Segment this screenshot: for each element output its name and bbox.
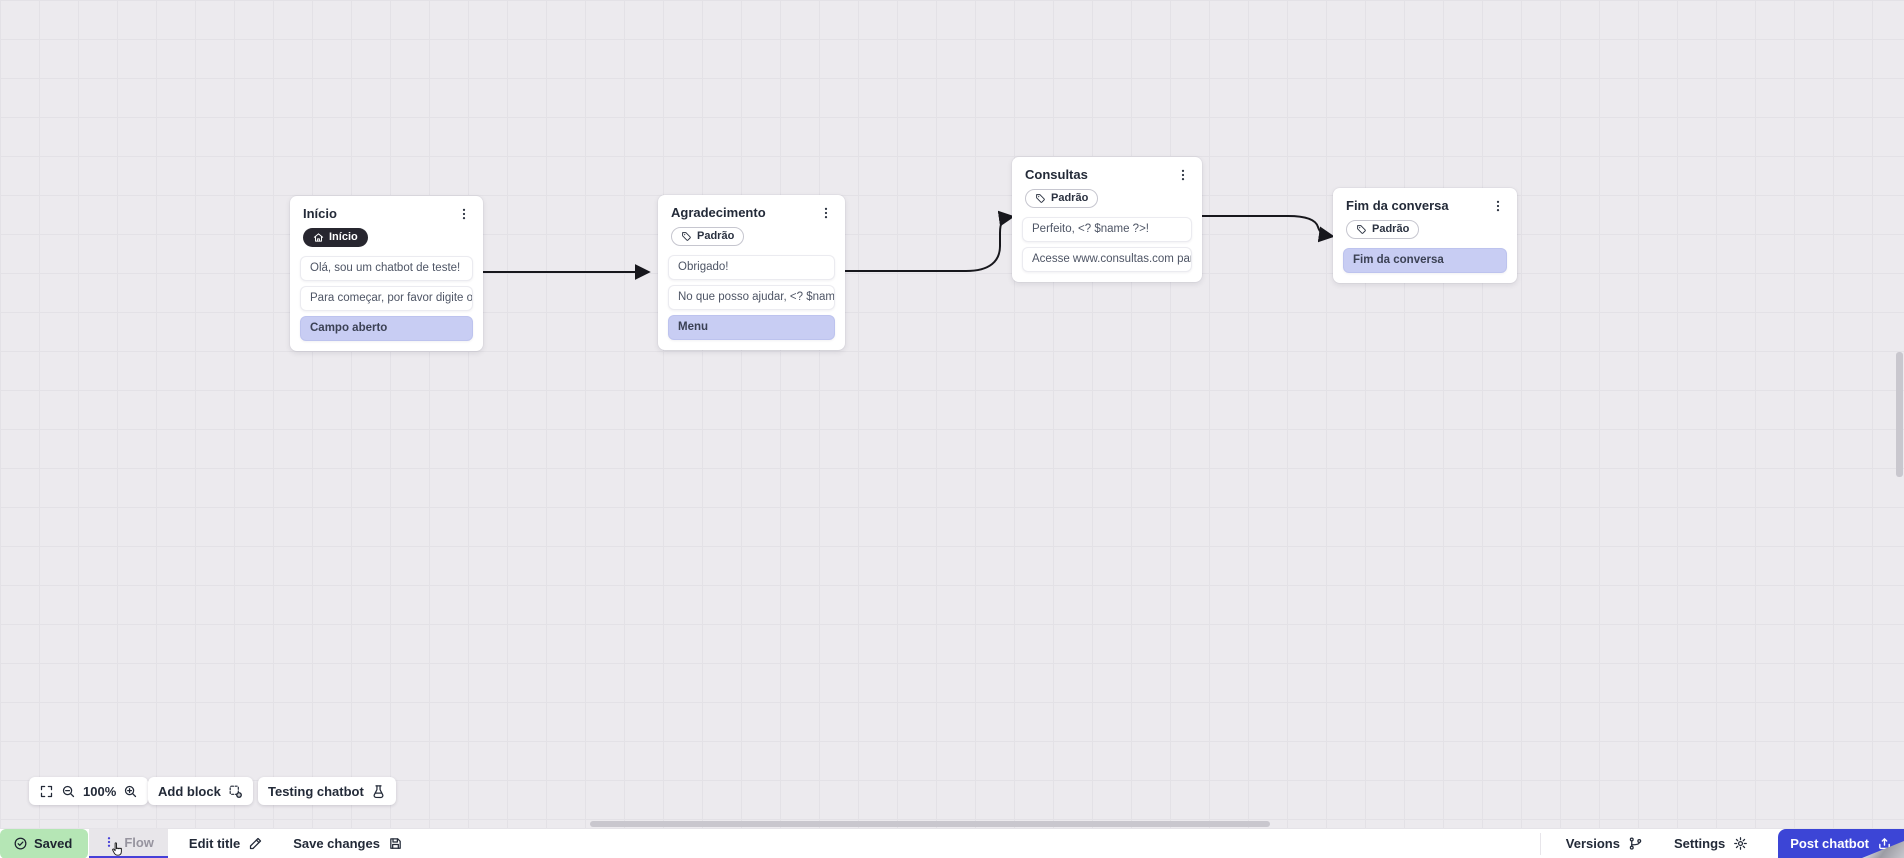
node-title: Consultas — [1025, 167, 1088, 182]
block-text[interactable]: Para começar, por favor digite o ... — [300, 286, 473, 311]
kebab-icon — [462, 208, 466, 219]
fullscreen-icon — [40, 785, 53, 797]
add-block-label: Add block — [158, 783, 221, 799]
add-block-button[interactable]: Add block — [148, 777, 253, 805]
pencil-icon — [250, 837, 262, 850]
kebab-icon — [1496, 200, 1500, 211]
save-changes-button[interactable]: Save changes — [293, 836, 403, 851]
edge-consultas-fim — [1201, 215, 1335, 243]
flow-canvas[interactable]: Início Início Olá, sou um chatbot de tes… — [0, 0, 1904, 828]
block-input[interactable]: Campo aberto — [300, 316, 473, 341]
node-menu-button[interactable] — [457, 207, 471, 221]
node-title: Agradecimento — [671, 205, 766, 220]
post-chatbot-button[interactable]: Post chatbot — [1778, 828, 1904, 858]
badge-label: Padrão — [697, 230, 735, 242]
git-branch-icon — [1629, 837, 1642, 850]
start-badge: Início — [303, 228, 368, 247]
zoom-controls: 100% — [29, 777, 149, 805]
edit-title-button[interactable]: Edit title — [189, 836, 263, 851]
block-text[interactable]: Obrigado! — [668, 255, 835, 280]
home-icon — [313, 233, 324, 242]
node-title: Início — [303, 206, 337, 221]
flask-icon — [373, 784, 384, 798]
badge-label: Padrão — [1051, 192, 1089, 204]
versions-label: Versions — [1565, 836, 1620, 851]
horizontal-scrollbar[interactable] — [590, 821, 1270, 827]
settings-label: Settings — [1673, 836, 1726, 851]
drag-dots-icon — [108, 837, 111, 847]
saved-status-badge: Saved — [0, 828, 89, 858]
group-badge: Padrão — [1346, 220, 1420, 239]
vertical-scrollbar[interactable] — [1896, 352, 1903, 477]
group-badge: Padrão — [1025, 189, 1099, 208]
group-badge: Padrão — [671, 227, 745, 246]
add-block-icon — [229, 785, 242, 798]
tag-icon — [1357, 225, 1366, 234]
edit-title-label: Edit title — [188, 836, 241, 851]
block-input[interactable]: Menu — [668, 315, 835, 340]
zoom-in-button[interactable] — [123, 784, 138, 799]
settings-button[interactable]: Settings — [1674, 836, 1748, 851]
flow-node-agradecimento[interactable]: Agradecimento Padrão Obrigado! No que po… — [658, 195, 845, 350]
tag-icon — [1036, 194, 1045, 203]
testing-chatbot-label: Testing chatbot — [268, 783, 364, 799]
post-chatbot-label: Post chatbot — [1790, 836, 1869, 851]
versions-button[interactable]: Versions — [1566, 836, 1643, 851]
badge-label: Início — [329, 231, 358, 243]
block-text[interactable]: Acesse www.consultas.com par... — [1022, 247, 1192, 272]
node-menu-button[interactable] — [1176, 168, 1190, 182]
node-menu-button[interactable] — [819, 206, 833, 220]
zoom-in-icon — [125, 785, 137, 797]
flow-tab-label: Flow — [124, 834, 154, 850]
save-changes-label: Save changes — [293, 836, 380, 851]
tab-flow[interactable]: Flow — [89, 828, 168, 858]
kebab-icon — [824, 207, 828, 218]
zoom-out-button[interactable] — [61, 784, 76, 799]
saved-label: Saved — [34, 836, 73, 851]
zoom-level: 100% — [83, 783, 117, 799]
block-text[interactable]: Perfeito, <? $name ?>! — [1022, 217, 1192, 242]
badge-label: Padrão — [1372, 223, 1410, 235]
fullscreen-button[interactable] — [39, 784, 54, 799]
bottom-bar: Saved Flow Edit title Save changes Versi… — [0, 828, 1904, 858]
flow-node-consultas[interactable]: Consultas Padrão Perfeito, <? $name ?>! … — [1012, 157, 1202, 282]
edge-agradecimento-consultas — [844, 210, 1015, 272]
block-end[interactable]: Fim da conversa — [1343, 248, 1507, 273]
gear-icon — [1734, 837, 1748, 850]
zoom-out-icon — [62, 785, 75, 797]
save-icon — [390, 838, 401, 849]
flow-node-fim-da-conversa[interactable]: Fim da conversa Padrão Fim da conversa — [1333, 188, 1517, 283]
tag-icon — [682, 232, 691, 241]
testing-chatbot-button[interactable]: Testing chatbot — [258, 777, 396, 805]
kebab-icon — [1181, 169, 1185, 180]
flow-node-inicio[interactable]: Início Início Olá, sou um chatbot de tes… — [290, 196, 483, 351]
node-title: Fim da conversa — [1346, 198, 1449, 213]
block-text[interactable]: Olá, sou um chatbot de teste! — [300, 256, 473, 281]
flow-connections — [482, 210, 1335, 280]
bar-divider — [1539, 832, 1541, 855]
block-text[interactable]: No que posso ajudar, <? $name ... — [668, 285, 835, 310]
node-menu-button[interactable] — [1491, 199, 1505, 213]
check-circle-icon — [14, 837, 27, 850]
